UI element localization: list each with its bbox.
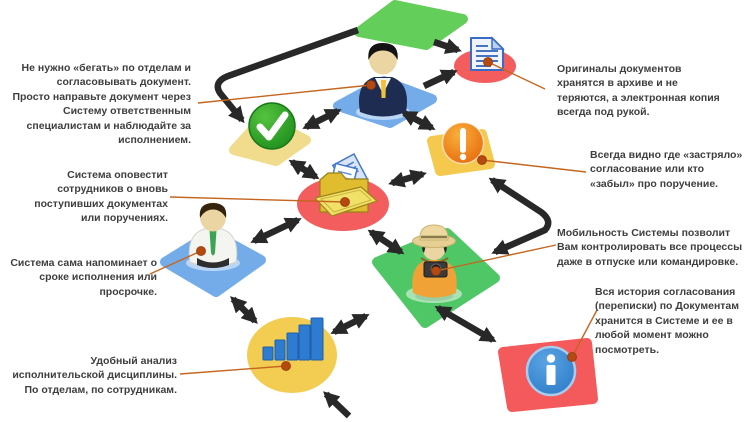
leader-dots bbox=[196, 57, 577, 371]
arrow-start-approval bbox=[214, 26, 360, 124]
arrow-alert-mobile bbox=[488, 177, 552, 255]
arrow-mobile-history bbox=[434, 305, 497, 343]
annotation-route-through-system: Не нужно «бегать» по отделам и согласовы… bbox=[12, 62, 191, 147]
check-icon bbox=[248, 102, 296, 150]
annotation-discipline-analysis: Удобный анализ исполнительской дисциплин… bbox=[12, 355, 177, 396]
document-icon bbox=[470, 36, 505, 71]
employee-icon bbox=[188, 202, 238, 268]
annotation-deadline-reminder: Система сама напоминает о сроке исполнен… bbox=[10, 257, 157, 298]
arrow-director-alert bbox=[400, 110, 436, 131]
leader-lines bbox=[149, 61, 598, 375]
arrow-director-archive bbox=[422, 69, 458, 89]
businessman-icon bbox=[358, 43, 408, 117]
info-icon bbox=[525, 345, 577, 397]
leader-originals-archive bbox=[487, 61, 546, 90]
leader-route-through-system bbox=[197, 84, 372, 104]
arrow-inbox-alert bbox=[388, 169, 427, 188]
arrow-start-archive bbox=[432, 38, 462, 54]
leader-deadline-reminder bbox=[149, 250, 202, 275]
annotation-mobility: Мобильность Системы позволит Вам контрол… bbox=[557, 227, 743, 268]
arrow-approval-director bbox=[302, 108, 342, 130]
arrow-analytics-mobile bbox=[330, 313, 370, 335]
arrow-into-analytics bbox=[323, 391, 352, 419]
arrow-inbox-mobile bbox=[367, 229, 405, 255]
annotation-stuck-visible: Всегда видно где «застряло» согласование… bbox=[590, 149, 743, 190]
annotation-originals-archive: Оригиналы документов хранятся в архиве и… bbox=[557, 63, 720, 119]
leader-system-notifies bbox=[169, 196, 346, 203]
annotation-system-notifies: Система оповестит сотрудников о вновь по… bbox=[34, 169, 168, 225]
leader-discipline-analysis bbox=[179, 365, 287, 375]
arrow-inbox-employee bbox=[250, 217, 302, 244]
leader-history bbox=[571, 309, 598, 358]
pad-start bbox=[354, 0, 468, 50]
arrow-approval-inbox bbox=[288, 159, 320, 180]
exclamation-icon bbox=[441, 121, 485, 165]
flow-arrows bbox=[214, 26, 552, 419]
annotation-history: Вся история согласования (переписки) по … bbox=[595, 286, 740, 356]
arrow-employee-analytics bbox=[230, 296, 258, 324]
leader-stuck-visible bbox=[481, 159, 587, 173]
bar-chart-icon bbox=[262, 317, 324, 361]
leader-mobility bbox=[435, 244, 557, 272]
open-folder-icon bbox=[314, 152, 378, 217]
